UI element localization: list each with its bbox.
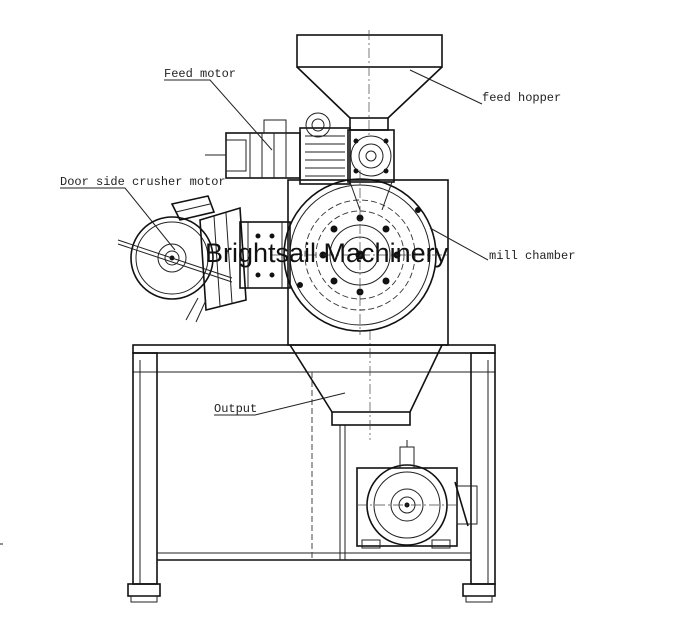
label-feed-hopper: feed hopper	[482, 91, 561, 105]
leader-lines	[60, 69, 489, 416]
feed-motor	[205, 112, 395, 211]
machine-frame	[127, 344, 496, 603]
label-feed-motor: Feed motor	[164, 67, 236, 81]
label-door-side-crusher-motor: Door side crusher motor	[60, 175, 226, 189]
feed-hopper	[296, 30, 443, 138]
output-funnel	[289, 330, 443, 560]
main-motor	[356, 440, 478, 549]
label-mill-chamber: mill chamber	[489, 249, 575, 263]
door-side-housing	[239, 221, 291, 289]
door-side-crusher-motor	[117, 195, 247, 323]
mill-chamber	[270, 170, 450, 346]
label-output: Output	[214, 402, 257, 416]
watermark-text: Brightsail Machinery	[205, 238, 449, 268]
